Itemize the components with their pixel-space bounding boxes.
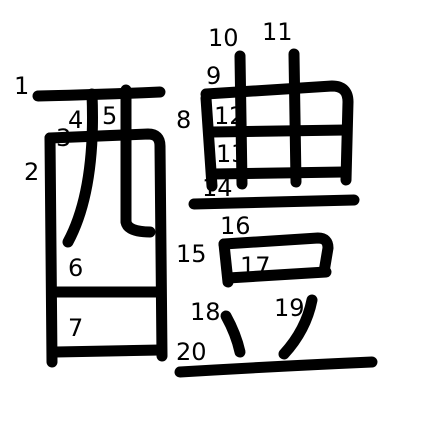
stroke-number-16: 16 [220,212,251,240]
stroke-number-17: 17 [240,252,271,280]
stroke-18 [220,310,246,358]
stroke-1 [32,86,166,102]
stroke-10 [234,50,248,190]
stroke-number-12: 12 [214,102,245,130]
stroke-number-5: 5 [102,102,117,130]
stroke-7 [50,344,166,358]
stroke-number-20: 20 [176,338,207,366]
stroke-number-13: 13 [216,140,247,168]
stroke-13 [206,166,350,180]
stroke-number-14: 14 [202,174,233,202]
stroke-number-9: 9 [206,62,221,90]
stroke-11 [288,48,302,188]
stroke-5 [120,84,156,238]
stroke-16 [218,232,334,278]
stroke-number-18: 18 [190,298,221,326]
stroke-number-1: 1 [14,72,29,100]
stroke-2 [44,132,58,368]
stroke-number-2: 2 [24,158,39,186]
stroke-17 [222,266,332,284]
stroke-3 [44,128,168,362]
stroke-20 [174,356,378,378]
stroke-19 [278,294,318,360]
stroke-number-11: 11 [262,18,293,46]
stroke-14 [188,194,360,210]
stroke-number-6: 6 [68,254,83,282]
stroke-number-10: 10 [208,24,239,52]
stroke-number-7: 7 [68,314,83,342]
stroke-number-15: 15 [176,240,207,268]
stroke-number-3: 3 [56,124,71,152]
stroke-number-19: 19 [274,294,305,322]
stroke-9 [200,80,354,186]
stroke-12 [206,124,352,138]
stroke-number-8: 8 [176,106,191,134]
stroke-number-4: 4 [68,106,83,134]
stroke-4 [62,88,98,248]
